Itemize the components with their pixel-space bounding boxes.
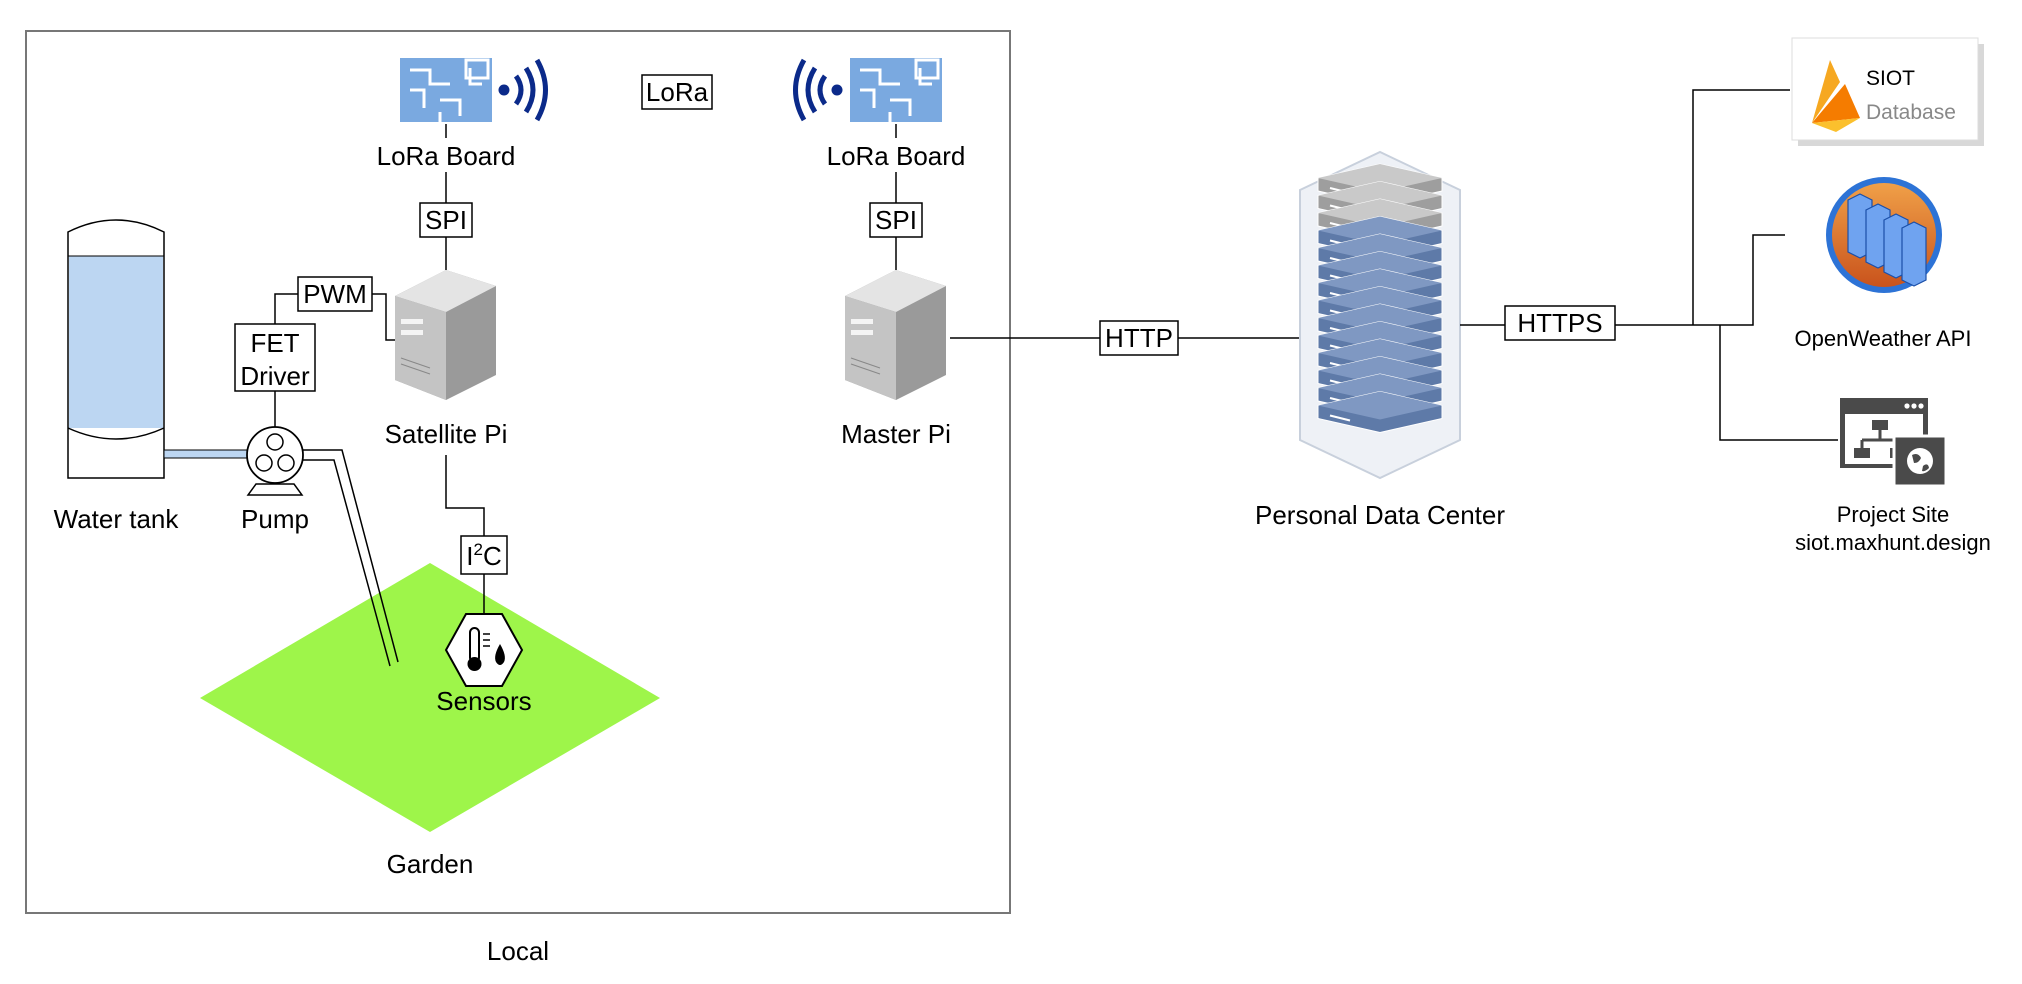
spi-link-label-left: SPI bbox=[425, 205, 467, 235]
lora-link-box bbox=[641, 74, 713, 110]
siot-database-label-line2: Database bbox=[1866, 101, 1956, 124]
rack-unit-top bbox=[1318, 321, 1442, 350]
lora-board-icon-right bbox=[793, 58, 942, 122]
fet-driver-label-line2: Driver bbox=[240, 361, 310, 391]
pwm-link-label: PWM bbox=[303, 279, 367, 309]
openweather-icon bbox=[1826, 177, 1942, 293]
garden-label: Garden bbox=[387, 849, 474, 879]
rack-unit-top bbox=[1318, 269, 1442, 297]
data-center-label: Personal Data Center bbox=[1255, 500, 1505, 530]
i2c-link-label: I2C bbox=[466, 540, 501, 571]
local-label: Local bbox=[487, 936, 549, 966]
master-pi-icon bbox=[845, 270, 946, 400]
water-tank-label: Water tank bbox=[54, 504, 180, 534]
https-link-box bbox=[1504, 305, 1616, 341]
http-link-box bbox=[1099, 320, 1179, 356]
water-tank-icon bbox=[67, 219, 165, 479]
rack-unit-top bbox=[1318, 304, 1442, 332]
rack-unit-top bbox=[1318, 234, 1442, 262]
local-boundary bbox=[25, 30, 1011, 914]
https-link-label: HTTPS bbox=[1517, 308, 1602, 338]
data-center-icon bbox=[1299, 150, 1461, 480]
http-link-label: HTTP bbox=[1105, 323, 1173, 353]
lora-board-label-left: LoRa Board bbox=[377, 141, 516, 171]
fet-driver-label-line1: FET bbox=[250, 328, 299, 358]
rack-unit-top bbox=[1318, 251, 1442, 280]
openweather-label: OpenWeather API bbox=[1795, 326, 1972, 351]
sensors-label: Sensors bbox=[436, 686, 531, 716]
siot-database-label-line1: SIOT bbox=[1866, 67, 1915, 90]
project-site-label-line2: siot.maxhunt.design bbox=[1795, 530, 1991, 555]
garden-area bbox=[200, 563, 660, 832]
project-site-label-line1: Project Site bbox=[1837, 502, 1950, 527]
spi-link-label-right: SPI bbox=[875, 205, 917, 235]
rack-unit-top bbox=[1318, 216, 1442, 245]
pump-icon bbox=[246, 426, 304, 496]
pwm-link-box bbox=[297, 276, 373, 312]
i2c-link-box bbox=[460, 535, 508, 575]
pump-label: Pump bbox=[241, 504, 309, 534]
rack-unit-top bbox=[1318, 164, 1442, 192]
rack-unit-top bbox=[1318, 339, 1442, 367]
project-site-icon bbox=[1840, 398, 1948, 488]
satellite-pi-label: Satellite Pi bbox=[385, 419, 508, 449]
firebase-icon bbox=[1812, 60, 1860, 132]
spi-link-box-right bbox=[869, 202, 923, 238]
rack-unit-top bbox=[1318, 356, 1442, 385]
siot-database-card bbox=[1791, 37, 1984, 146]
lora-board-icon-left bbox=[400, 58, 548, 122]
lora-board-label-right: LoRa Board bbox=[827, 141, 966, 171]
satellite-pi-icon bbox=[395, 270, 496, 400]
rack-unit-top bbox=[1318, 199, 1442, 227]
rack-unit-top bbox=[1318, 181, 1442, 210]
rack-unit-top bbox=[1318, 286, 1442, 315]
sensor-icon bbox=[444, 613, 524, 687]
master-pi-label: Master Pi bbox=[841, 419, 951, 449]
rack-unit-top bbox=[1318, 374, 1442, 402]
rack-unit-led bbox=[1329, 414, 1351, 422]
lora-link-label: LoRa bbox=[646, 77, 709, 107]
rack-unit-top bbox=[1318, 391, 1442, 420]
spi-link-box-left bbox=[419, 202, 473, 238]
